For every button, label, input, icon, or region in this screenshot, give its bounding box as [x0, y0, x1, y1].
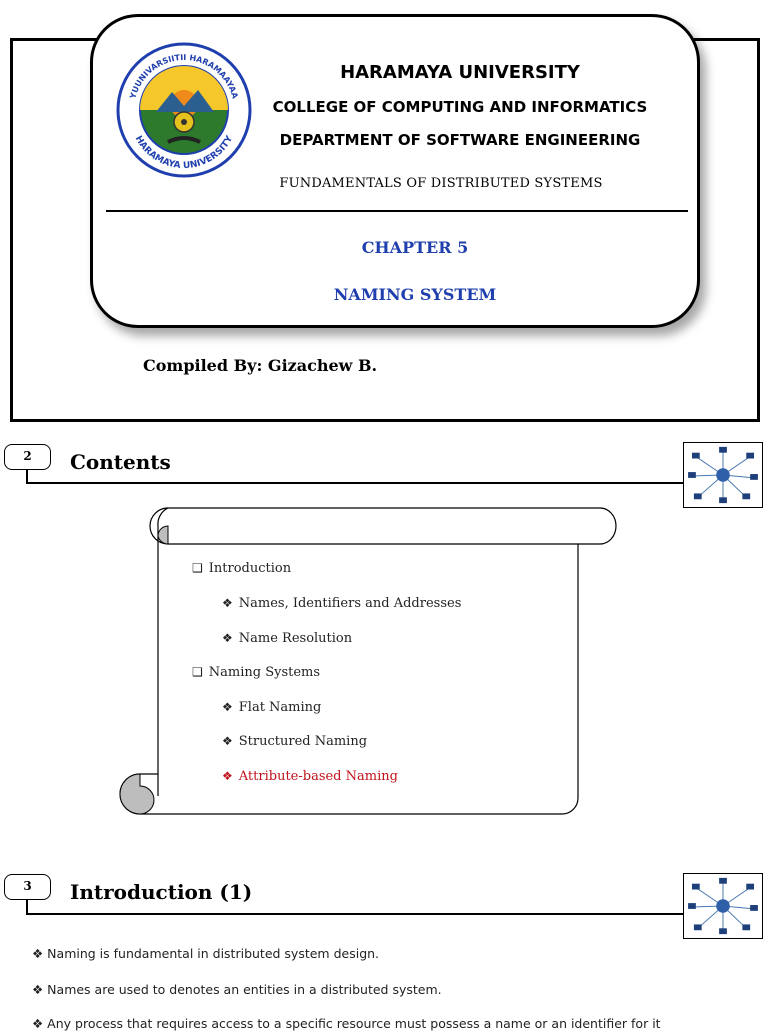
toc-item: ❖Names, Identifiers and Addresses [222, 596, 462, 611]
toc-item: ❖Flat Naming [222, 700, 322, 715]
slide-number: 3 [4, 874, 51, 900]
toc-item: ❖Structured Naming [222, 734, 368, 749]
toc-item: ❑Naming Systems [192, 665, 321, 680]
department-name: DEPARTMENT OF SOFTWARE ENGINEERING [279, 131, 641, 149]
intro-bullet: ❖ Names are used to denotes an entities … [32, 982, 442, 997]
toc-item-highlighted: ❖Attribute-based Naming [222, 769, 398, 784]
slide-title: Contents [70, 450, 171, 474]
header-rule [26, 470, 28, 484]
network-icon [683, 442, 763, 508]
course-title: FUNDAMENTALS OF DISTRIBUTED SYSTEMS [279, 176, 603, 191]
slide-title: Introduction (1) [70, 880, 253, 904]
college-name: COLLEGE OF COMPUTING AND INFORMATICS [272, 98, 648, 116]
header-rule [26, 913, 686, 915]
slide-number: 2 [4, 444, 51, 470]
header-rule [26, 900, 28, 915]
header-rule [26, 482, 686, 484]
contents-scroll [119, 507, 617, 815]
toc-item: ❖Name Resolution [222, 631, 353, 646]
divider [106, 210, 688, 212]
network-icon [683, 873, 763, 939]
chapter-number: CHAPTER 5 [361, 238, 469, 257]
university-name: HARAMAYA UNIVERSITY [340, 62, 580, 83]
university-logo: YUUNIVARSIITII HARAMAAYAA HARAMAYA UNIVE… [116, 42, 252, 178]
toc-item: ❑Introduction [192, 561, 292, 576]
compiled-by: Compiled By: Gizachew B. [143, 356, 378, 375]
chapter-title: NAMING SYSTEM [333, 285, 497, 304]
intro-bullet: ❖ Naming is fundamental in distributed s… [32, 946, 380, 961]
